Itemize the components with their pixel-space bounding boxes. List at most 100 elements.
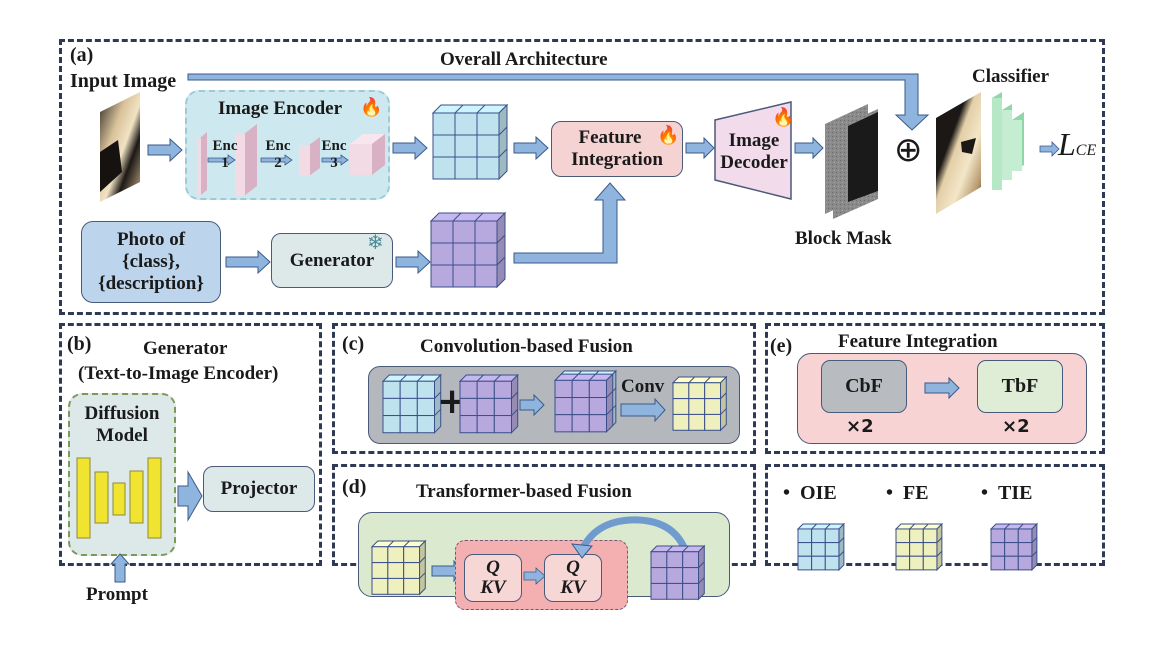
cube-cell [922,528,938,544]
cube-cell [688,398,706,415]
conv-label: Conv [621,376,665,397]
cube-edge [688,376,695,384]
cube-cell [650,567,668,584]
cube-cell [1004,555,1019,571]
cube-side-face [498,103,508,181]
panel-generator [59,323,322,566]
cube-cell [476,156,500,180]
cube-edge [454,104,464,114]
cube-cell [824,555,840,571]
cube-cell [452,242,476,266]
cube-top-face [381,374,442,382]
cube-top-face [649,545,706,553]
cube-cell [371,546,389,564]
cube-cell [554,414,573,433]
cube-cell [399,415,418,434]
cube-cell [682,582,700,600]
concat-cube [553,369,618,434]
attention-1-kv: KV [480,577,506,598]
cube-edge [1031,537,1038,543]
cbf-repeat: ×2 [846,416,874,437]
attention-block-2: Q KV [544,554,602,602]
cube-edge [606,408,614,416]
enc-stage-1-index: 1 [221,155,229,171]
cube-edge [698,577,705,584]
cube-edge [476,104,486,114]
classifier-label: Classifier [972,66,1050,87]
fire-icon: 🔥 [360,97,383,117]
tbf-repeat: ×2 [1002,416,1030,437]
cube-cell [382,380,401,399]
cube-cell [403,546,421,564]
cube-cell [1017,542,1033,557]
enc-stage-3-name: Enc [321,137,347,154]
arrow-to-generator [225,249,271,275]
legend-label-fe: FE [903,482,929,504]
prompt-line3: {description} [98,272,204,294]
image-decoder-label: Image Decoder [715,124,793,180]
cube-edge [474,212,484,222]
block-mask-label: Block Mask [795,228,892,249]
tf-tie-cube [649,544,706,601]
cube-side-face [838,522,845,572]
cube-edge [496,234,506,244]
image-decoder-line2: Decoder [720,152,788,173]
loss-ce: LCE [1058,128,1096,160]
cube-cell [493,397,512,417]
cube-cell [416,415,435,434]
cube-edge [1017,523,1024,530]
attention-1-q: Q [486,557,500,579]
legend-item-tie: •TIE [981,482,1032,505]
cube-cell [824,528,840,544]
cube-side-face [936,522,943,572]
arrow-to-loss [1039,141,1060,157]
cube-side-face [698,544,705,601]
enc-stage-3-label: Enc 3 [319,135,349,175]
generator-label: Generator [289,249,375,271]
enc-stage-3-index: 3 [330,155,338,171]
loss-symbol: L [1058,126,1076,162]
panel-a-tag: (a) [70,44,94,66]
cube-cell [554,397,573,416]
cube-cell [704,398,722,415]
cube-cell [811,555,826,571]
arrow-to-block-mask [794,136,824,160]
cube-cell [476,134,500,158]
cube-edge [498,126,508,136]
cube-edge [909,523,915,530]
arrow-to-projector [177,470,203,522]
cube-cell [476,380,495,399]
cube-side-face [605,372,614,434]
curved-arrow-tie-to-attention [570,516,692,560]
image-encoder-title: Image Encoder [218,98,343,119]
cube-edge [452,212,462,222]
prompt-line2: {class}, [122,251,180,273]
cube-cell [909,528,924,544]
enc-stage-2-label: Enc 2 [263,135,293,175]
cube-cell [909,555,924,571]
image-decoder-line1: Image [728,130,780,152]
cube-cell [909,542,924,557]
cube-edge [416,374,424,382]
cube-cell [588,379,607,399]
cube-edge [936,537,943,543]
cube-cell [824,542,840,557]
cube-cell [1017,528,1033,544]
classifier-layer-1 [992,92,1002,190]
tie-feature-cube [429,211,507,289]
tf-fe-cube [370,539,427,596]
cube-cell [493,380,512,399]
panel-c-tag: (c) [342,333,365,355]
cube-cell [403,562,421,579]
cube-cell [588,414,607,433]
legend-item-oie: •OIE [783,482,837,505]
cube-edge [419,556,426,563]
panel-b-title-line2: (Text-to-Image Encoder) [78,363,279,384]
cube-top-face [796,523,846,530]
cube-edge [936,550,943,557]
cube-cell [382,397,401,417]
legend-oie-cube [796,522,846,572]
cube-edge [399,374,407,382]
image-decoder-shape [714,101,792,200]
